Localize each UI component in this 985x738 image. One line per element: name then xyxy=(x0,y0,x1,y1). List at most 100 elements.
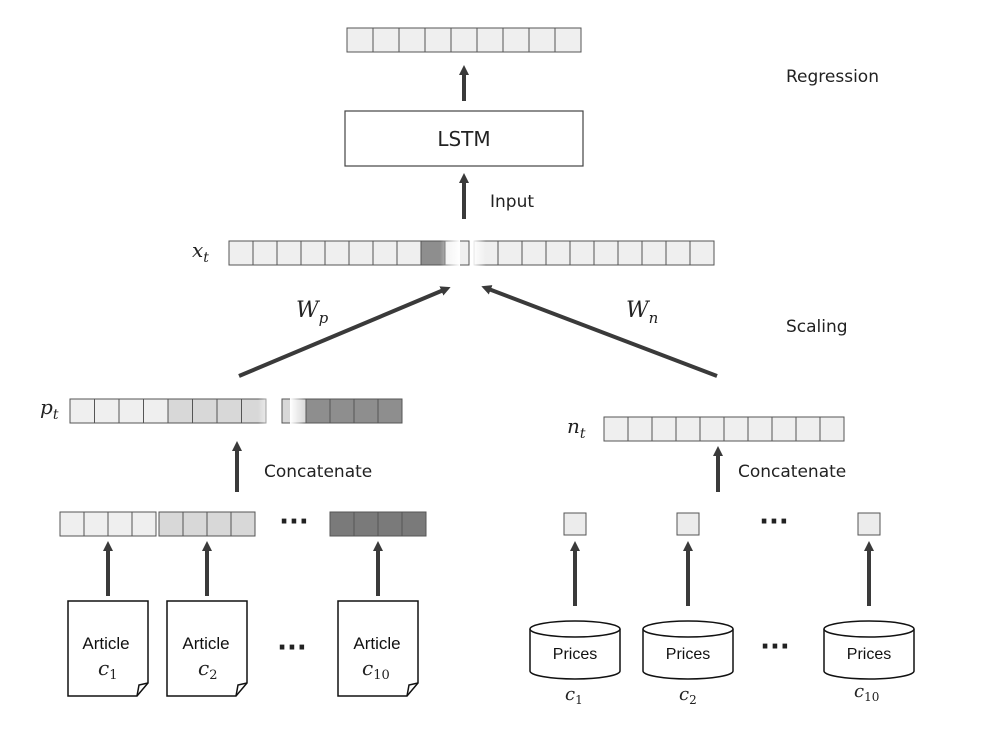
concatenate-right-label: Concatenate xyxy=(738,462,846,482)
n-t-cell xyxy=(675,416,701,442)
ellipsis-articles: ··· xyxy=(277,633,307,663)
x-t-cell xyxy=(641,240,667,266)
x-t-cell xyxy=(665,240,691,266)
article-10-emb-cell xyxy=(329,511,355,537)
scaling-label: Scaling xyxy=(786,317,848,337)
p-t-cell xyxy=(143,398,169,424)
article-embedding-2 xyxy=(158,511,256,537)
n-t-vector xyxy=(603,416,845,442)
n-t-cell xyxy=(723,416,749,442)
output-cell xyxy=(346,27,374,53)
x-t-label: xt xyxy=(192,238,209,266)
price-value-10 xyxy=(857,512,881,536)
x-t-cell xyxy=(497,240,523,266)
article-2-emb-cell xyxy=(182,511,208,537)
input-label: Input xyxy=(490,192,534,212)
article-1-emb-cell xyxy=(107,511,133,537)
concatenate-left-label: Concatenate xyxy=(264,462,372,482)
x-t-cell xyxy=(569,240,595,266)
output-cell xyxy=(554,27,582,53)
ellipsis-embeddings: ··· xyxy=(279,507,309,537)
p-t-cell xyxy=(353,398,379,424)
p-t-cell xyxy=(216,398,242,424)
p-t-cell xyxy=(118,398,144,424)
prices-db-2: Prices xyxy=(642,620,734,680)
n-t-cell xyxy=(627,416,653,442)
lstm-label: LSTM xyxy=(437,127,490,151)
p-t-cell xyxy=(305,398,331,424)
p-t-cell xyxy=(167,398,193,424)
w-n-label: Wn xyxy=(626,298,658,327)
x-t-cell xyxy=(252,240,278,266)
prices-10-title: Prices xyxy=(847,646,891,663)
p-t-cell xyxy=(94,398,120,424)
output-cell xyxy=(502,27,530,53)
x-t-fade-left xyxy=(440,238,460,268)
prices-2-title: Prices xyxy=(666,646,710,663)
x-t-cell xyxy=(324,240,350,266)
output-cell xyxy=(528,27,556,53)
prices-10-var: c10 xyxy=(854,681,879,704)
article-1-emb-cell xyxy=(59,511,85,537)
article-10-emb-cell xyxy=(401,511,427,537)
x-t-vector-right xyxy=(473,240,715,266)
prices-1-var: c1 xyxy=(565,684,583,707)
article-10-title: Article xyxy=(353,634,400,653)
x-t-cell xyxy=(396,240,422,266)
ellipsis-prices: ··· xyxy=(760,632,790,662)
prices-2-var: c2 xyxy=(679,684,697,707)
n-t-cell xyxy=(603,416,629,442)
x-t-vector-left xyxy=(228,240,470,266)
prices-db-1: Prices xyxy=(529,620,621,680)
x-t-cell xyxy=(521,240,547,266)
arrow-n-to-x xyxy=(481,285,718,378)
output-cell xyxy=(476,27,504,53)
n-t-cell xyxy=(651,416,677,442)
price-value-2 xyxy=(676,512,700,536)
article-1-var: c1 xyxy=(98,656,117,683)
price-value-1 xyxy=(563,512,587,536)
x-t-cell xyxy=(689,240,715,266)
article-2-emb-cell xyxy=(230,511,256,537)
output-cell xyxy=(424,27,452,53)
article-1-emb-cell xyxy=(131,511,157,537)
x-t-cell xyxy=(348,240,374,266)
article-2-emb-cell xyxy=(158,511,184,537)
x-t-fade-right xyxy=(472,238,486,268)
output-cell xyxy=(372,27,400,53)
arrow-p-to-x xyxy=(238,286,451,378)
p-t-cell xyxy=(192,398,218,424)
output-vector xyxy=(346,27,582,53)
lstm-box xyxy=(344,110,584,167)
n-t-cell xyxy=(699,416,725,442)
regression-label: Regression xyxy=(786,67,879,87)
p-t-cell xyxy=(69,398,95,424)
p-t-fade-left xyxy=(258,396,276,426)
article-doc-10: Article c10 xyxy=(337,600,419,697)
article-2-emb-cell xyxy=(206,511,232,537)
article-2-title: Article xyxy=(182,634,229,653)
article-10-var: c10 xyxy=(362,656,390,683)
n-t-cell xyxy=(771,416,797,442)
article-embedding-10 xyxy=(329,511,427,537)
x-t-cell xyxy=(593,240,619,266)
n-t-cell xyxy=(819,416,845,442)
p-t-cell xyxy=(329,398,355,424)
prices-db-10: Prices xyxy=(823,620,915,680)
output-cell xyxy=(450,27,478,53)
article-doc-1: Article c1 xyxy=(67,600,149,697)
article-10-emb-cell xyxy=(377,511,403,537)
n-t-cell xyxy=(747,416,773,442)
ellipsis-prices-values: ··· xyxy=(759,507,789,537)
x-t-cell xyxy=(300,240,326,266)
p-t-cell xyxy=(377,398,403,424)
x-t-cell xyxy=(545,240,571,266)
article-embedding-1 xyxy=(59,511,157,537)
article-doc-2: Article c2 xyxy=(166,600,248,697)
w-p-label: Wp xyxy=(296,298,329,327)
n-t-cell xyxy=(795,416,821,442)
x-t-cell xyxy=(617,240,643,266)
article-10-emb-cell xyxy=(353,511,379,537)
article-2-var: c2 xyxy=(198,656,217,683)
